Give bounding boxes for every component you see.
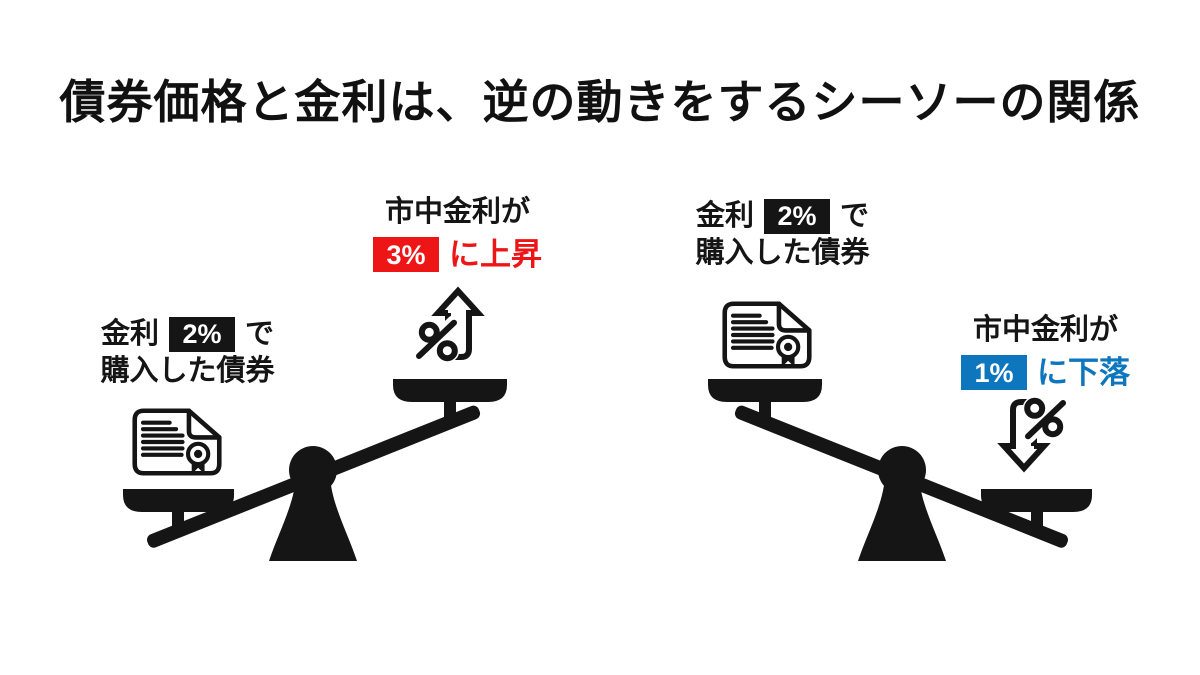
seesaw-pan-left	[708, 379, 822, 427]
right-market-line2: 1% に下落	[928, 353, 1163, 393]
percent-down-arrow-icon	[997, 395, 1071, 473]
bond-certificate-icon	[722, 301, 812, 369]
right-bond-line2: 購入した債券	[695, 237, 870, 270]
right-bond-rate-badge: 2%	[764, 199, 830, 235]
seesaw-right-down	[708, 379, 1092, 561]
left-market-line1: 市中金利が	[384, 196, 530, 228]
seesaw-fulcrum	[269, 446, 357, 561]
left-market-label: 市中金利が 3% に上昇	[345, 194, 570, 275]
right-bond-label: 金利 2% で 購入した債券	[645, 194, 920, 272]
right-bond-suffix: で	[840, 200, 870, 232]
left-market-rate-badge: 3%	[373, 237, 439, 273]
left-bond-prefix: 金利	[100, 318, 159, 350]
left-bond-line1: 金利 2% で	[50, 316, 325, 353]
seesaw-left-down	[123, 379, 507, 561]
left-bond-line2: 購入した債券	[100, 355, 275, 388]
left-bond-label: 金利 2% で 購入した債券	[50, 312, 325, 390]
seesaw-pan-left	[123, 489, 234, 535]
right-bond-prefix: 金利	[695, 200, 754, 232]
seesaw-pan-right	[393, 379, 507, 427]
right-market-rate-badge: 1%	[961, 355, 1027, 391]
left-market-direction: に上昇	[449, 237, 542, 273]
right-market-line1: 市中金利が	[972, 314, 1118, 346]
percent-up-arrow-icon	[411, 286, 485, 364]
seesaw-fulcrum	[858, 446, 946, 561]
bond-certificate-icon	[132, 408, 222, 476]
page-title: 債券価格と金利は、逆の動きをするシーソーの関係	[59, 76, 1141, 128]
left-bond-rate-badge: 2%	[169, 317, 235, 353]
right-market-label: 市中金利が 1% に下落	[928, 312, 1163, 393]
right-market-direction: に下落	[1037, 355, 1130, 391]
right-bond-line1: 金利 2% で	[645, 198, 920, 235]
seesaw-pan-right	[981, 489, 1092, 535]
left-bond-suffix: で	[245, 318, 275, 350]
left-market-line2: 3% に上昇	[345, 235, 570, 275]
